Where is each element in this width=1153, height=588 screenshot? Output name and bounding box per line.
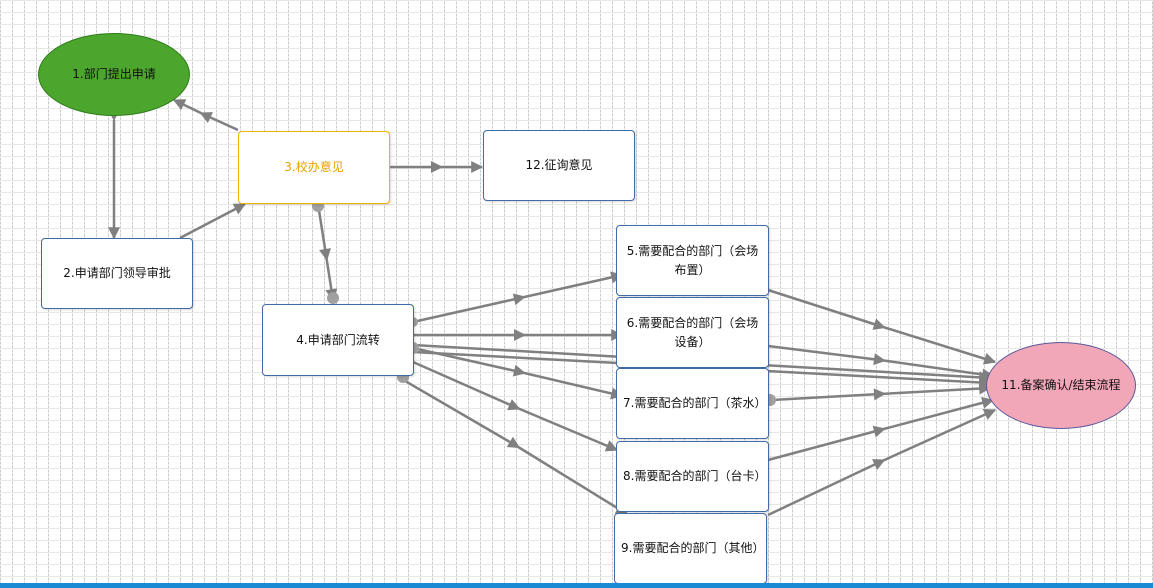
connector-2-3[interactable] (179, 202, 247, 240)
connector-4-5[interactable] (412, 271, 624, 324)
connector-3-1[interactable] (172, 98, 239, 132)
node-dept-circulation[interactable]: 4.申请部门流转 (262, 304, 414, 376)
connector-5-11[interactable] (767, 288, 997, 365)
connector-4-8[interactable] (412, 360, 619, 452)
node-venue-equipment[interactable]: 6.需要配合的部门（会场设备） (616, 297, 769, 368)
node-leader-approval-label: 2.申请部门领导审批 (63, 266, 171, 280)
connector-9-11[interactable] (767, 408, 997, 517)
node-end-label: 11.备案确认/结束流程 (1001, 378, 1121, 392)
node-tea-label: 7.需要配合的部门（茶水） (623, 396, 767, 410)
connector-4-7[interactable] (412, 346, 624, 400)
connector-6-11[interactable] (767, 344, 995, 381)
node-start[interactable]: 1.部门提出申请 (38, 33, 190, 116)
node-start-label: 1.部门提出申请 (72, 67, 156, 81)
bottom-scroll-bar[interactable] (0, 583, 1153, 588)
node-tea[interactable]: 7.需要配合的部门（茶水） (616, 368, 769, 439)
node-dept-circulation-label: 4.申请部门流转 (296, 332, 380, 347)
node-leader-approval[interactable]: 2.申请部门领导审批 (41, 238, 193, 309)
node-table-card[interactable]: 8.需要配合的部门（台卡） (616, 441, 769, 512)
node-table-card-label: 8.需要配合的部门（台卡） (623, 469, 767, 483)
node-school-office-opinion[interactable]: 3.校办意见 (238, 131, 390, 204)
node-consult-opinion-label: 12.征询意见 (525, 158, 593, 172)
node-end[interactable]: 11.备案确认/结束流程 (986, 342, 1136, 429)
node-school-office-opinion-label: 3.校办意见 (284, 160, 344, 174)
node-other-label: 9.需要配合的部门（其他） (621, 541, 765, 555)
node-venue-layout-label: 5.需要配合的部门（会场布置） (626, 243, 759, 277)
node-consult-opinion[interactable]: 12.征询意见 (483, 130, 635, 201)
connector-3-4[interactable] (316, 203, 338, 302)
connector-4-9[interactable] (399, 376, 629, 516)
node-venue-layout[interactable]: 5.需要配合的部门（会场布置） (616, 225, 769, 296)
node-venue-equipment-label: 6.需要配合的部门（会场设备） (626, 315, 759, 349)
connector-7-11[interactable] (771, 382, 992, 402)
connector-8-11[interactable] (767, 396, 995, 462)
node-other[interactable]: 9.需要配合的部门（其他） (614, 513, 767, 584)
